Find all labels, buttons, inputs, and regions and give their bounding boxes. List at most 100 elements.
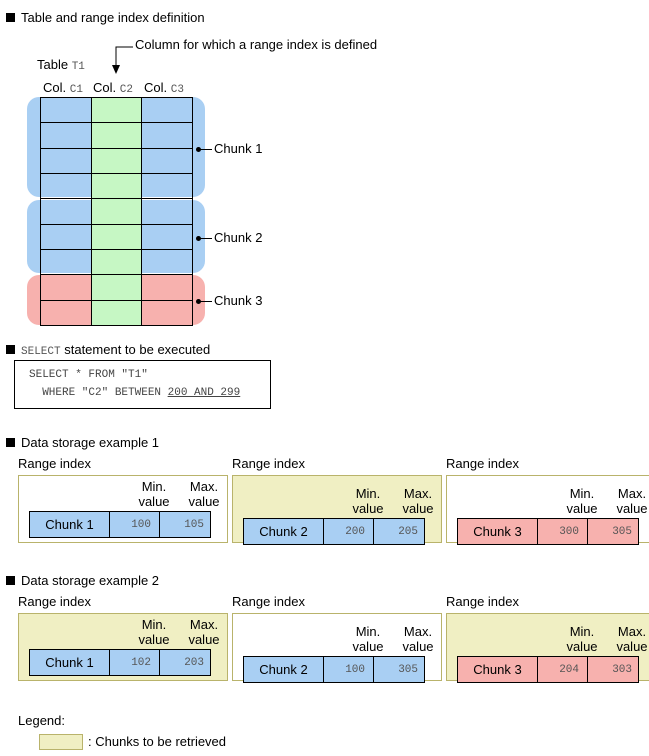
max-value-header: Max.value: [607, 486, 649, 516]
max-value-header: Max.value: [607, 624, 649, 654]
col-code: C1: [69, 84, 83, 96]
max-value-header: Max.value: [393, 486, 443, 516]
table-cell: [92, 300, 142, 326]
legend-item-label: : Chunks to be retrieved: [88, 734, 227, 749]
chunk-name: Chunk 2: [244, 657, 324, 682]
max-header-line-1: Max.: [617, 624, 647, 639]
table-cell: [41, 123, 92, 149]
min-value-header: Min.value: [343, 624, 393, 654]
section-title-example-2: Data storage example 2: [6, 573, 159, 588]
table-cell: [41, 148, 92, 174]
min-header-line-2: value: [352, 639, 384, 654]
max-header-line-1: Max.: [189, 479, 219, 494]
connector-line: [200, 238, 212, 239]
range-index-label: Range index: [446, 594, 519, 609]
min-value: 300: [538, 519, 588, 544]
col-prefix: Col.: [144, 80, 168, 95]
table-name-label: Table T1: [37, 57, 85, 73]
max-header-line-1: Max.: [403, 624, 433, 639]
min-header-line-2: value: [138, 632, 170, 647]
max-value-header: Max.value: [179, 617, 229, 647]
table-cell: [142, 123, 193, 149]
table-cell: [41, 250, 92, 276]
table-cell: [142, 250, 193, 276]
legend-title: Legend:: [18, 713, 65, 728]
table-cell: [142, 300, 193, 326]
range-index-label: Range index: [446, 456, 519, 471]
section-title-text: statement to be executed: [60, 342, 211, 357]
table-cell: [41, 98, 92, 124]
min-header-line-1: Min.: [141, 617, 167, 632]
min-value-header: Min.value: [129, 617, 179, 647]
max-value: 105: [184, 518, 204, 531]
table-cell: [142, 275, 193, 301]
table-cell: [92, 199, 142, 225]
min-value: 204: [538, 657, 588, 682]
chunk-name: Chunk 3: [458, 519, 538, 544]
connector-dot-icon: [196, 299, 201, 304]
sql-where-clause: WHERE "C2" BETWEEN: [29, 387, 168, 399]
section-title-table-definition: Table and range index definition: [6, 10, 205, 25]
table-cell: [142, 174, 193, 200]
sql-line-1: SELECT * FROM "T1": [29, 369, 148, 381]
c2-column-fill: [91, 97, 141, 325]
section-title-select: SELECT statement to be executed: [6, 342, 210, 358]
col-prefix: Col.: [43, 80, 67, 95]
min-value-header: Min.value: [557, 624, 607, 654]
max-header-line-1: Max.: [189, 617, 219, 632]
min-header-line-1: Min.: [141, 479, 167, 494]
col-code: C2: [119, 84, 133, 96]
table-cell: [41, 174, 92, 200]
max-value: 303: [612, 663, 632, 676]
column-header-c2: Col. C2: [93, 80, 133, 96]
range-index-label: Range index: [232, 456, 305, 471]
connector-line: [200, 149, 212, 150]
table-cell: [142, 148, 193, 174]
table-cell: [41, 275, 92, 301]
bullet-square-icon: [6, 438, 15, 447]
max-header-line-2: value: [402, 501, 434, 516]
col-prefix: Col.: [93, 80, 117, 95]
chunk-name: Chunk 1: [30, 512, 110, 537]
max-header-line-1: Max.: [403, 486, 433, 501]
max-header-line-2: value: [616, 501, 648, 516]
table-cell: [41, 300, 92, 326]
table-cell: [142, 199, 193, 225]
connector-dot-icon: [196, 147, 201, 152]
table-cell: [142, 224, 193, 250]
column-header-c3: Col. C3: [144, 80, 184, 96]
col-code: C3: [170, 84, 184, 96]
min-value: 100: [324, 657, 374, 682]
max-value-header: Max.value: [393, 624, 443, 654]
max-header-line-2: value: [188, 632, 220, 647]
bullet-square-icon: [6, 345, 15, 354]
table-grid: [40, 97, 193, 326]
range-index-label: Range index: [18, 456, 91, 471]
min-header-line-2: value: [352, 501, 384, 516]
min-value-header: Min.value: [343, 486, 393, 516]
bullet-square-icon: [6, 576, 15, 585]
min-header-line-1: Min.: [355, 624, 381, 639]
connector-line: [200, 301, 212, 302]
section-title-text: Table and range index definition: [21, 10, 205, 25]
table-cell: [92, 275, 142, 301]
max-header-line-2: value: [402, 639, 434, 654]
column-header-c1: Col. C1: [43, 80, 83, 96]
max-value: 203: [184, 656, 204, 669]
range-index-label: Range index: [232, 594, 305, 609]
range-index-column-annotation: Column for which a range index is define…: [135, 37, 378, 52]
min-header-line-2: value: [566, 501, 598, 516]
bullet-square-icon: [6, 13, 15, 22]
table-cell: [142, 98, 193, 124]
chunk-2-label: Chunk 2: [214, 230, 263, 245]
table-cell: [92, 174, 142, 200]
annotation-arrow-icon: [112, 46, 133, 74]
table-cell: [92, 123, 142, 149]
table-cell: [92, 224, 142, 250]
sql-between-range: 200 AND 299: [167, 387, 241, 399]
